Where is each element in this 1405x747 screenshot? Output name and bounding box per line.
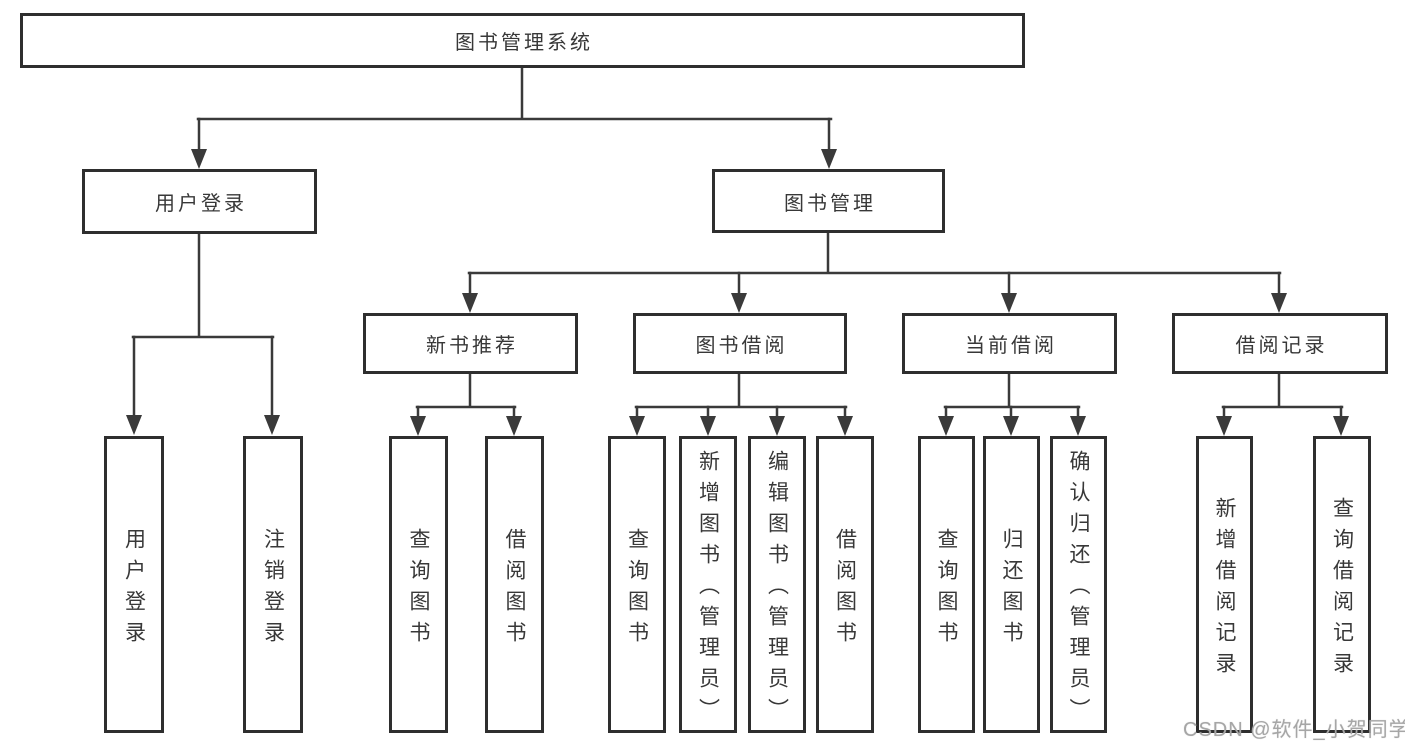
node-book-management: 图书管理 [712,169,945,233]
node-book-management-label: 图书管理 [784,192,876,215]
node-leaf-logout: 注销登录 [243,436,303,733]
connector-new-book-to-children [410,372,522,436]
connector-root-to-level2 [191,66,837,169]
connector-book-management-to-level3 [462,231,1287,313]
node-leaf-query-borrow-record-label: 查询借阅记录 [1330,496,1354,683]
connector-borrow-record-to-children [1216,372,1349,436]
connector-current-borrow-to-children [938,372,1086,436]
node-leaf-borrow-books: 借阅图书 [816,436,874,733]
watermark: CSDN @软件_小贺同学 [1183,719,1405,741]
connector-user-login-to-children [126,232,280,435]
node-user-login: 用户登录 [82,169,317,234]
node-leaf-edit-book-admin: 编辑图书（管理员） [748,436,806,733]
node-new-book-recommendation: 新书推荐 [363,313,578,374]
node-leaf-query-borrow-record: 查询借阅记录 [1313,436,1371,733]
node-leaf-confirm-return-admin-label: 确认归还（管理员） [1067,450,1090,729]
node-leaf-query-books-borrowing: 查询图书 [608,436,666,733]
node-leaf-return-books: 归还图书 [983,436,1040,733]
node-leaf-user-login: 用户登录 [104,436,164,733]
node-user-login-label: 用户登录 [155,193,247,215]
node-leaf-query-books-recommend-label: 查询图书 [407,527,430,652]
node-system-root: 图书管理系统 [20,13,1025,68]
node-leaf-add-book-admin: 新增图书（管理员） [679,436,737,733]
node-leaf-borrow-books-recommend-label: 借阅图书 [503,527,526,652]
connector-book-borrow-to-children [629,372,853,436]
node-current-borrowing-label: 当前借阅 [965,335,1057,357]
node-leaf-borrow-books-label: 借阅图书 [833,527,857,652]
node-leaf-query-books-borrowing-label: 查询图书 [625,527,649,652]
node-leaf-confirm-return-admin: 确认归还（管理员） [1050,436,1107,733]
node-borrowing-records-label: 借阅记录 [1235,335,1328,357]
node-current-borrowing: 当前借阅 [902,313,1117,374]
node-system-root-label: 图书管理系统 [455,32,593,54]
node-leaf-add-book-admin-label: 新增图书（管理员） [696,450,720,729]
node-leaf-logout-label: 注销登录 [261,527,285,652]
node-book-borrowing: 图书借阅 [633,313,847,374]
node-leaf-add-borrow-record-label: 新增借阅记录 [1213,496,1236,683]
node-leaf-query-books-current-label: 查询图书 [935,527,958,652]
node-leaf-user-login-label: 用户登录 [122,527,146,652]
node-book-borrowing-label: 图书借阅 [695,335,788,357]
node-leaf-query-books-recommend: 查询图书 [389,436,448,733]
node-leaf-add-borrow-record: 新增借阅记录 [1196,436,1253,733]
node-borrowing-records: 借阅记录 [1172,313,1388,374]
node-leaf-return-books-label: 归还图书 [1000,527,1023,652]
node-leaf-borrow-books-recommend: 借阅图书 [485,436,544,733]
node-leaf-query-books-current: 查询图书 [918,436,975,733]
node-leaf-edit-book-admin-label: 编辑图书（管理员） [765,450,789,729]
node-new-book-recommendation-label: 新书推荐 [426,335,518,357]
